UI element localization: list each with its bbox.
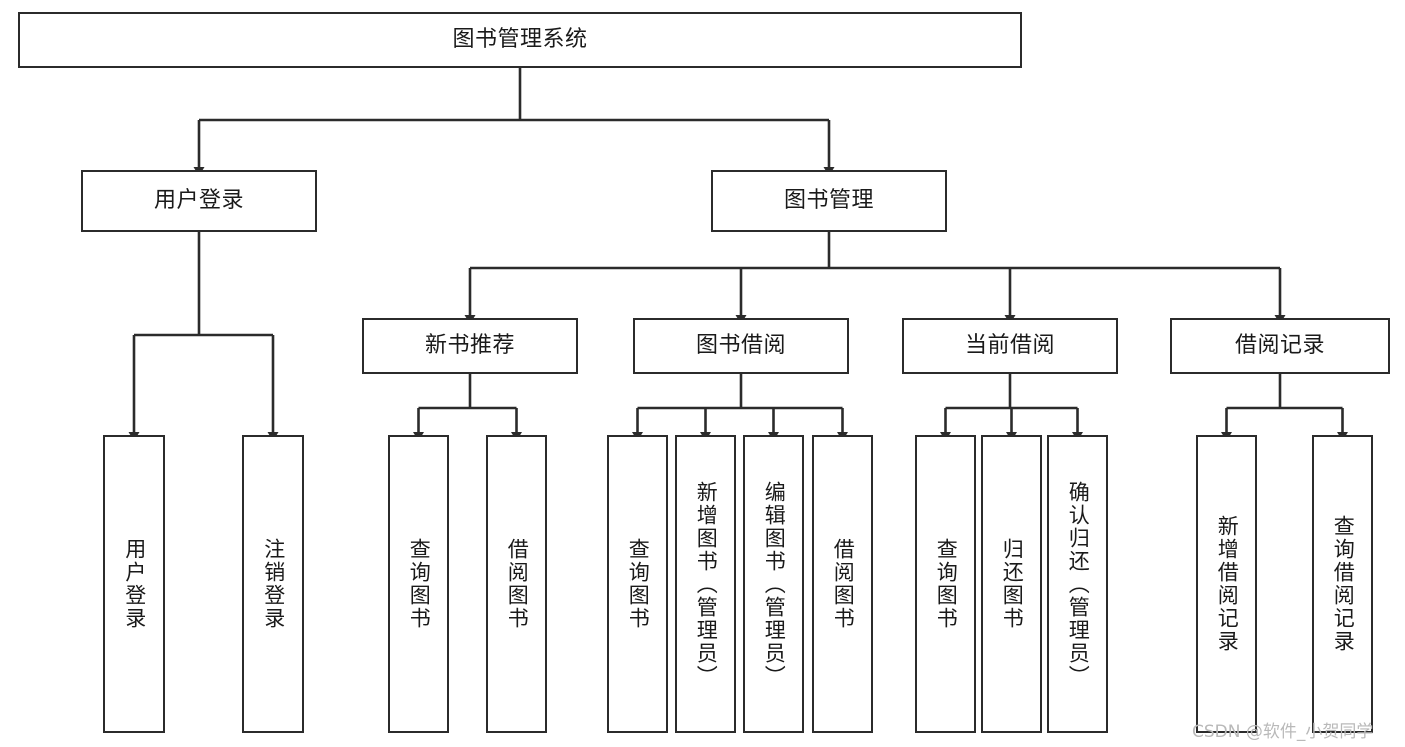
node-leaf-bor-1[interactable]: 查询图书 <box>607 435 668 733</box>
node-borrow[interactable]: 图书借阅 <box>633 318 849 374</box>
node-login[interactable]: 用户登录 <box>81 170 317 232</box>
node-leaf-bor-4[interactable]: 借阅图书 <box>812 435 873 733</box>
node-leaf-cur-1[interactable]: 查询图书 <box>915 435 976 733</box>
node-label: 查询图书 <box>407 538 432 630</box>
node-root[interactable]: 图书管理系统 <box>18 12 1022 68</box>
node-leaf-login-1[interactable]: 用户登录 <box>103 435 165 733</box>
node-leaf-new-1[interactable]: 查询图书 <box>388 435 449 733</box>
node-label: 用户登录 <box>153 188 244 214</box>
node-label: 确认归还（管理员） <box>1066 480 1091 688</box>
node-label: 借阅图书 <box>505 538 530 630</box>
node-label: 借阅图书 <box>831 538 856 630</box>
node-label: 新增借阅记录 <box>1215 515 1240 653</box>
node-current[interactable]: 当前借阅 <box>902 318 1118 374</box>
node-label: 图书管理系统 <box>452 27 588 53</box>
node-label: 归还图书 <box>1000 538 1025 630</box>
node-leaf-bor-3[interactable]: 编辑图书（管理员） <box>743 435 804 733</box>
node-leaf-login-2[interactable]: 注销登录 <box>242 435 304 733</box>
node-leaf-cur-3[interactable]: 确认归还（管理员） <box>1047 435 1108 733</box>
node-newbook[interactable]: 新书推荐 <box>362 318 578 374</box>
node-label: 查询借阅记录 <box>1331 515 1356 653</box>
node-leaf-bor-2[interactable]: 新增图书（管理员） <box>675 435 736 733</box>
node-label: 注销登录 <box>261 538 286 630</box>
node-label: 借阅记录 <box>1234 333 1325 359</box>
node-leaf-rec-2[interactable]: 查询借阅记录 <box>1312 435 1373 733</box>
node-leaf-cur-2[interactable]: 归还图书 <box>981 435 1042 733</box>
node-label: 新书推荐 <box>424 333 515 359</box>
node-label: 查询图书 <box>934 538 959 630</box>
node-label: 用户登录 <box>122 538 147 630</box>
node-label: 图书管理 <box>783 188 874 214</box>
node-records[interactable]: 借阅记录 <box>1170 318 1390 374</box>
node-label: 查询图书 <box>626 538 651 630</box>
node-leaf-new-2[interactable]: 借阅图书 <box>486 435 547 733</box>
node-label: 当前借阅 <box>964 333 1055 359</box>
node-bookmgmt[interactable]: 图书管理 <box>711 170 947 232</box>
node-label: 图书借阅 <box>695 333 786 359</box>
node-label: 新增图书（管理员） <box>694 480 719 688</box>
node-label: 编辑图书（管理员） <box>762 480 787 688</box>
node-leaf-rec-1[interactable]: 新增借阅记录 <box>1196 435 1257 733</box>
